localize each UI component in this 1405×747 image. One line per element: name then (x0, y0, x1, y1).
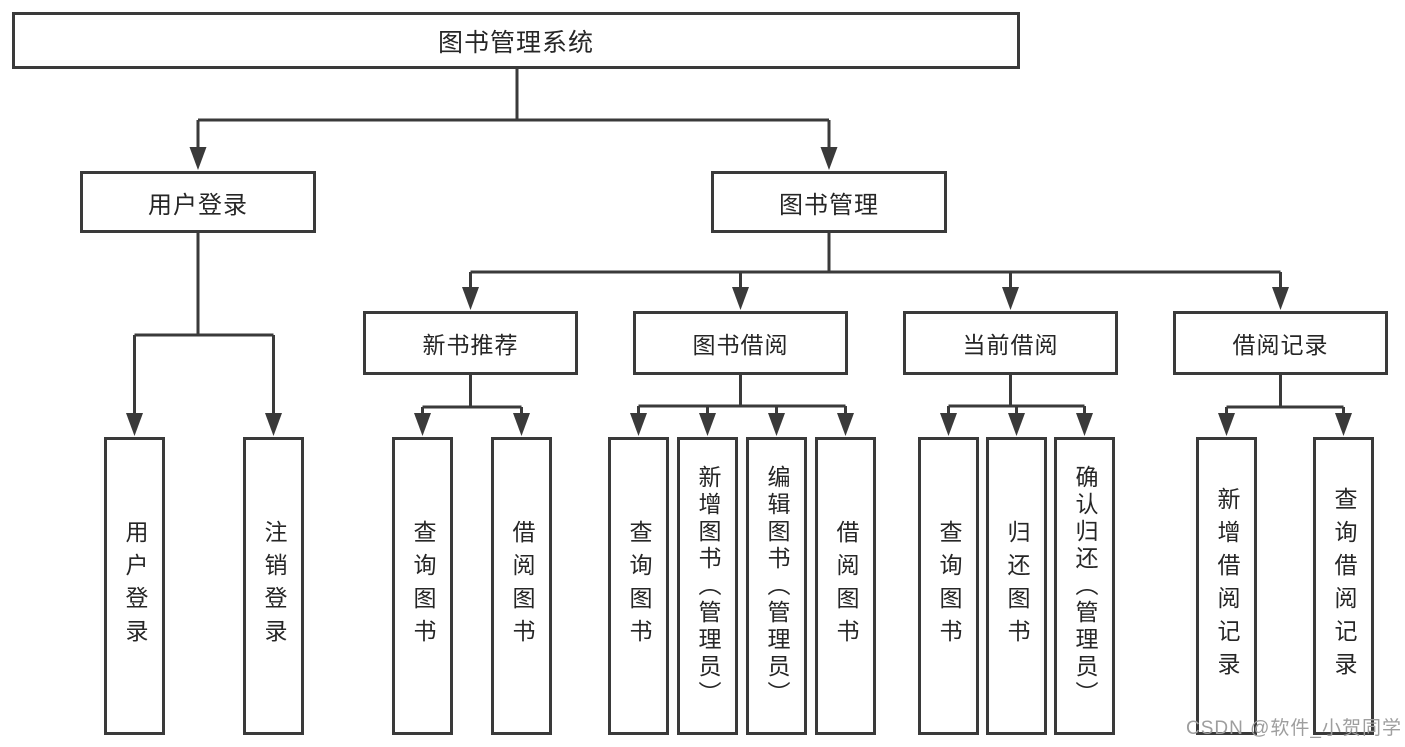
leaf-confirm-return-admin-label: 确认归还（管理员） (1072, 464, 1098, 708)
leaf-query-books-3-label: 查询图书 (936, 520, 962, 652)
watermark: CSDN @软件_小贺同学 (1186, 718, 1402, 739)
node-current-borrowing-label: 当前借阅 (962, 332, 1059, 358)
leaf-query-books-2: 查询图书 (608, 437, 669, 735)
node-book-management: 图书管理 (711, 171, 947, 233)
leaf-query-borrow-record: 查询借阅记录 (1313, 437, 1374, 735)
node-root: 图书管理系统 (12, 12, 1020, 69)
node-borrowing-records: 借阅记录 (1173, 311, 1388, 375)
leaf-return-book: 归还图书 (986, 437, 1047, 735)
leaf-user-login-label: 用户登录 (122, 520, 148, 652)
leaf-logout: 注销登录 (243, 437, 304, 735)
node-borrowing-records-label: 借阅记录 (1232, 332, 1329, 358)
leaf-user-login: 用户登录 (104, 437, 165, 735)
node-new-book-recommend: 新书推荐 (363, 311, 578, 375)
leaf-add-book-admin-label: 新增图书（管理员） (695, 464, 721, 708)
node-book-borrowing: 图书借阅 (633, 311, 848, 375)
leaf-query-books-3: 查询图书 (918, 437, 979, 735)
node-current-borrowing: 当前借阅 (903, 311, 1118, 375)
node-book-management-label: 图书管理 (779, 191, 879, 219)
leaf-borrow-books-2: 借阅图书 (815, 437, 876, 735)
leaf-query-borrow-record-label: 查询借阅记录 (1331, 487, 1357, 685)
node-root-label: 图书管理系统 (437, 28, 594, 57)
leaf-edit-book-admin-label: 编辑图书（管理员） (764, 464, 790, 708)
leaf-query-books-2-label: 查询图书 (626, 520, 652, 652)
leaf-logout-label: 注销登录 (261, 520, 287, 652)
leaf-add-book-admin: 新增图书（管理员） (677, 437, 738, 735)
leaf-return-book-label: 归还图书 (1004, 520, 1030, 652)
leaf-edit-book-admin: 编辑图书（管理员） (746, 437, 807, 735)
leaf-query-books-1-label: 查询图书 (410, 520, 436, 652)
leaf-borrow-books-1-label: 借阅图书 (509, 520, 535, 652)
node-new-book-recommend-label: 新书推荐 (422, 332, 519, 358)
leaf-add-borrow-record-label: 新增借阅记录 (1214, 487, 1240, 685)
leaf-query-books-1: 查询图书 (392, 437, 453, 735)
leaf-confirm-return-admin: 确认归还（管理员） (1054, 437, 1115, 735)
leaf-borrow-books-2-label: 借阅图书 (833, 520, 859, 652)
arrowheads (126, 147, 1352, 436)
node-book-borrowing-label: 图书借阅 (692, 332, 789, 358)
node-user-login: 用户登录 (80, 171, 316, 233)
node-user-login-label: 用户登录 (148, 191, 248, 219)
leaf-add-borrow-record: 新增借阅记录 (1196, 437, 1257, 735)
leaf-borrow-books-1: 借阅图书 (491, 437, 552, 735)
